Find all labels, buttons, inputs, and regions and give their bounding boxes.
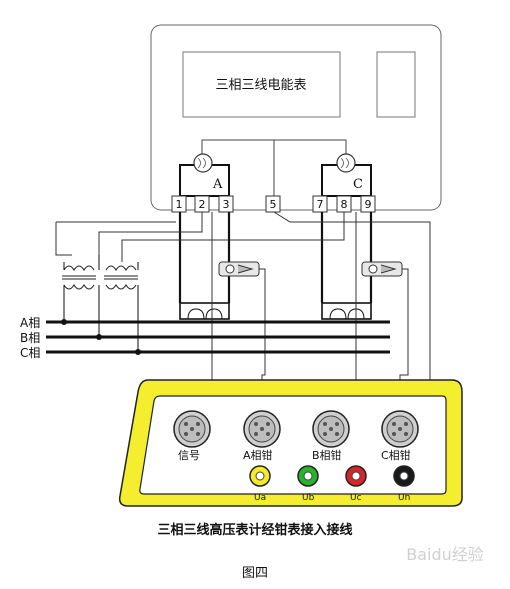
socket-b-label: B相钳 [312,449,342,462]
element-c-label: C [353,177,363,192]
phase-bus [46,320,390,354]
socket-c-clamp[interactable] [381,410,419,448]
terminal-5: 5 [270,198,277,211]
phase-junctions [61,319,141,355]
terminal-7: 7 [317,198,324,211]
jack-uc-label: Uc [350,493,362,503]
jack-un[interactable] [393,465,415,487]
current-circuit-wiring [178,212,373,303]
diagram-caption: 三相三线高压表计经钳表接入接线 [157,522,352,538]
jack-uc[interactable] [345,465,367,487]
jack-ua-label: Ua [254,493,266,503]
jack-ub-label: Ub [302,493,315,503]
meter-internal-wiring [201,139,347,196]
instrument-panel [139,395,447,495]
phase-a-label: A相 [20,316,40,330]
clamp-a-icon [218,261,260,277]
element-a-label: A [212,177,223,192]
voltage-transformers [62,255,139,352]
terminal-1: 1 [176,198,183,211]
terminal-3: 3 [223,198,230,211]
socket-b-clamp[interactable] [312,410,350,448]
terminal-9: 9 [365,198,372,211]
phase-c-label: C相 [20,346,40,360]
meter-window [376,51,416,118]
socket-c-label: C相钳 [381,449,411,462]
meter-display [182,51,341,118]
socket-signal-label: 信号 [178,449,200,462]
current-transformers [179,302,372,320]
clamp-c-icon [361,261,403,277]
jack-ua[interactable] [249,465,271,487]
socket-a-clamp[interactable] [243,410,281,448]
jack-ub[interactable] [297,465,319,487]
socket-a-label: A相钳 [243,449,273,462]
terminal-block: 1 2 3 5 7 8 9 [171,195,376,213]
voltage-coil-a-icon [193,153,213,173]
voltage-coil-c-icon [336,153,356,173]
terminal-2: 2 [199,198,206,211]
terminal-8: 8 [341,198,348,211]
watermark: Baidu经验 [406,545,484,564]
figure-label: 图四 [242,566,268,581]
socket-signal[interactable] [173,410,211,448]
meter-title: 三相三线电能表 [215,78,306,93]
jack-un-label: Un [398,493,410,503]
phase-b-label: B相 [20,331,40,345]
